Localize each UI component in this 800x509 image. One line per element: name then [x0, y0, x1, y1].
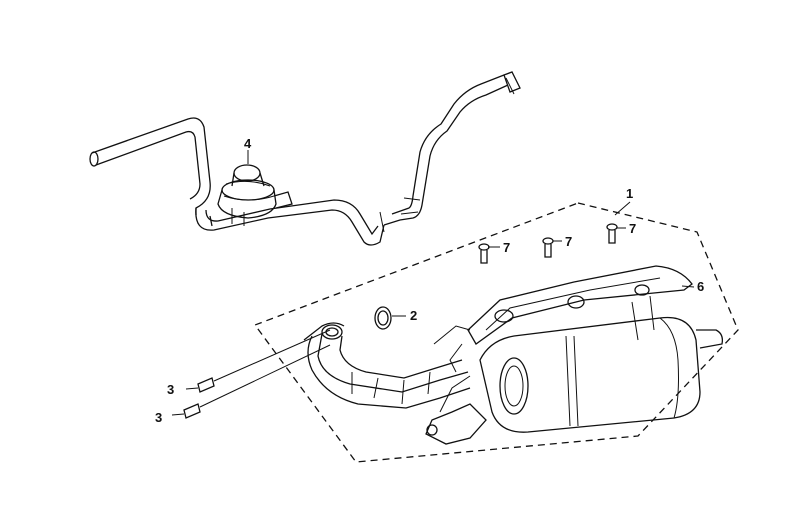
air-injection-hose-icon — [89, 71, 521, 246]
exhaust-pipe-icon — [303, 322, 471, 409]
callout-7-middle: 7 — [565, 234, 572, 249]
gasket-icon — [374, 306, 406, 330]
callout-7-right: 7 — [629, 221, 636, 236]
callout-1: 1 — [626, 186, 633, 201]
assembly-boundary — [253, 202, 739, 463]
leader-line-1 — [614, 201, 631, 216]
muffler-cover-icon — [631, 285, 695, 341]
bolt-icon — [478, 223, 626, 264]
callout-3-upper: 3 — [167, 382, 174, 397]
callout-2: 2 — [410, 308, 417, 323]
callout-4: 4 — [244, 136, 252, 151]
air-injection-valve-icon — [217, 150, 293, 226]
stud-bolt-icon — [171, 329, 331, 419]
callout-6: 6 — [697, 279, 704, 294]
callout-7-left: 7 — [503, 240, 510, 255]
muffler-assembly-icon — [425, 265, 724, 445]
callout-3-lower: 3 — [155, 410, 162, 425]
